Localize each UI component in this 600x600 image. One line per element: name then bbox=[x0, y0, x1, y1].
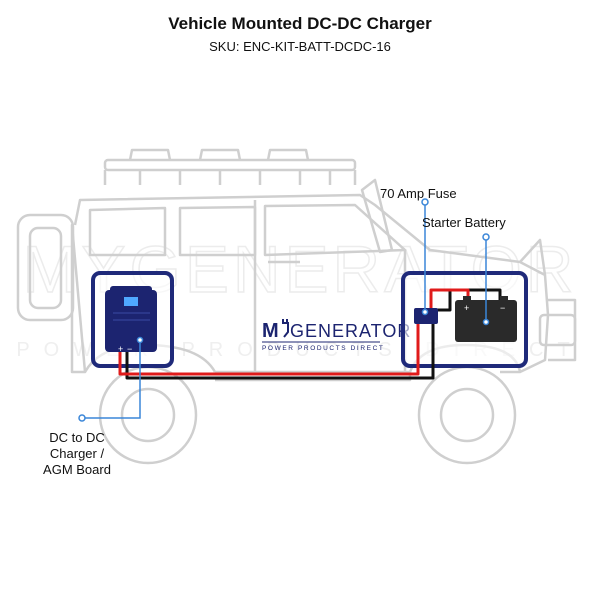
charger-callout-line-3: AGM Board bbox=[43, 462, 111, 477]
door-logo: M GENERATOR POWER PRODUCTS DIRECT bbox=[262, 319, 411, 352]
charger-negative-terminal: − bbox=[127, 344, 132, 354]
charger-callout-line-2: Charger / bbox=[49, 446, 105, 461]
door-logo-plug-icon bbox=[282, 319, 289, 338]
charger-positive-terminal: + bbox=[118, 344, 123, 354]
door-logo-brand: GENERATOR bbox=[290, 321, 411, 341]
dc-dc-charger-unit: + − bbox=[105, 286, 157, 354]
callout-lines bbox=[78, 198, 490, 422]
positive-cable bbox=[118, 288, 470, 376]
battery-negative-terminal: − bbox=[500, 303, 505, 313]
charger-display-icon bbox=[124, 297, 138, 306]
door-logo-m: M bbox=[262, 320, 279, 342]
fuse-callout-label: 70 Amp Fuse bbox=[380, 186, 457, 201]
negative-cable bbox=[125, 288, 502, 380]
door-logo-tagline: POWER PRODUCTS DIRECT bbox=[262, 345, 384, 352]
page-title: Vehicle Mounted DC-DC Charger bbox=[168, 14, 432, 33]
fuse-icon bbox=[414, 308, 438, 324]
sku-label: SKU: ENC-KIT-BATT-DCDC-16 bbox=[209, 39, 391, 54]
charger-callout-line-1: DC to DC bbox=[49, 430, 105, 445]
battery-callout-label: Starter Battery bbox=[422, 215, 506, 230]
charger-callout-label: DC to DC Charger / AGM Board bbox=[22, 430, 132, 478]
battery-positive-terminal: + bbox=[464, 303, 469, 313]
